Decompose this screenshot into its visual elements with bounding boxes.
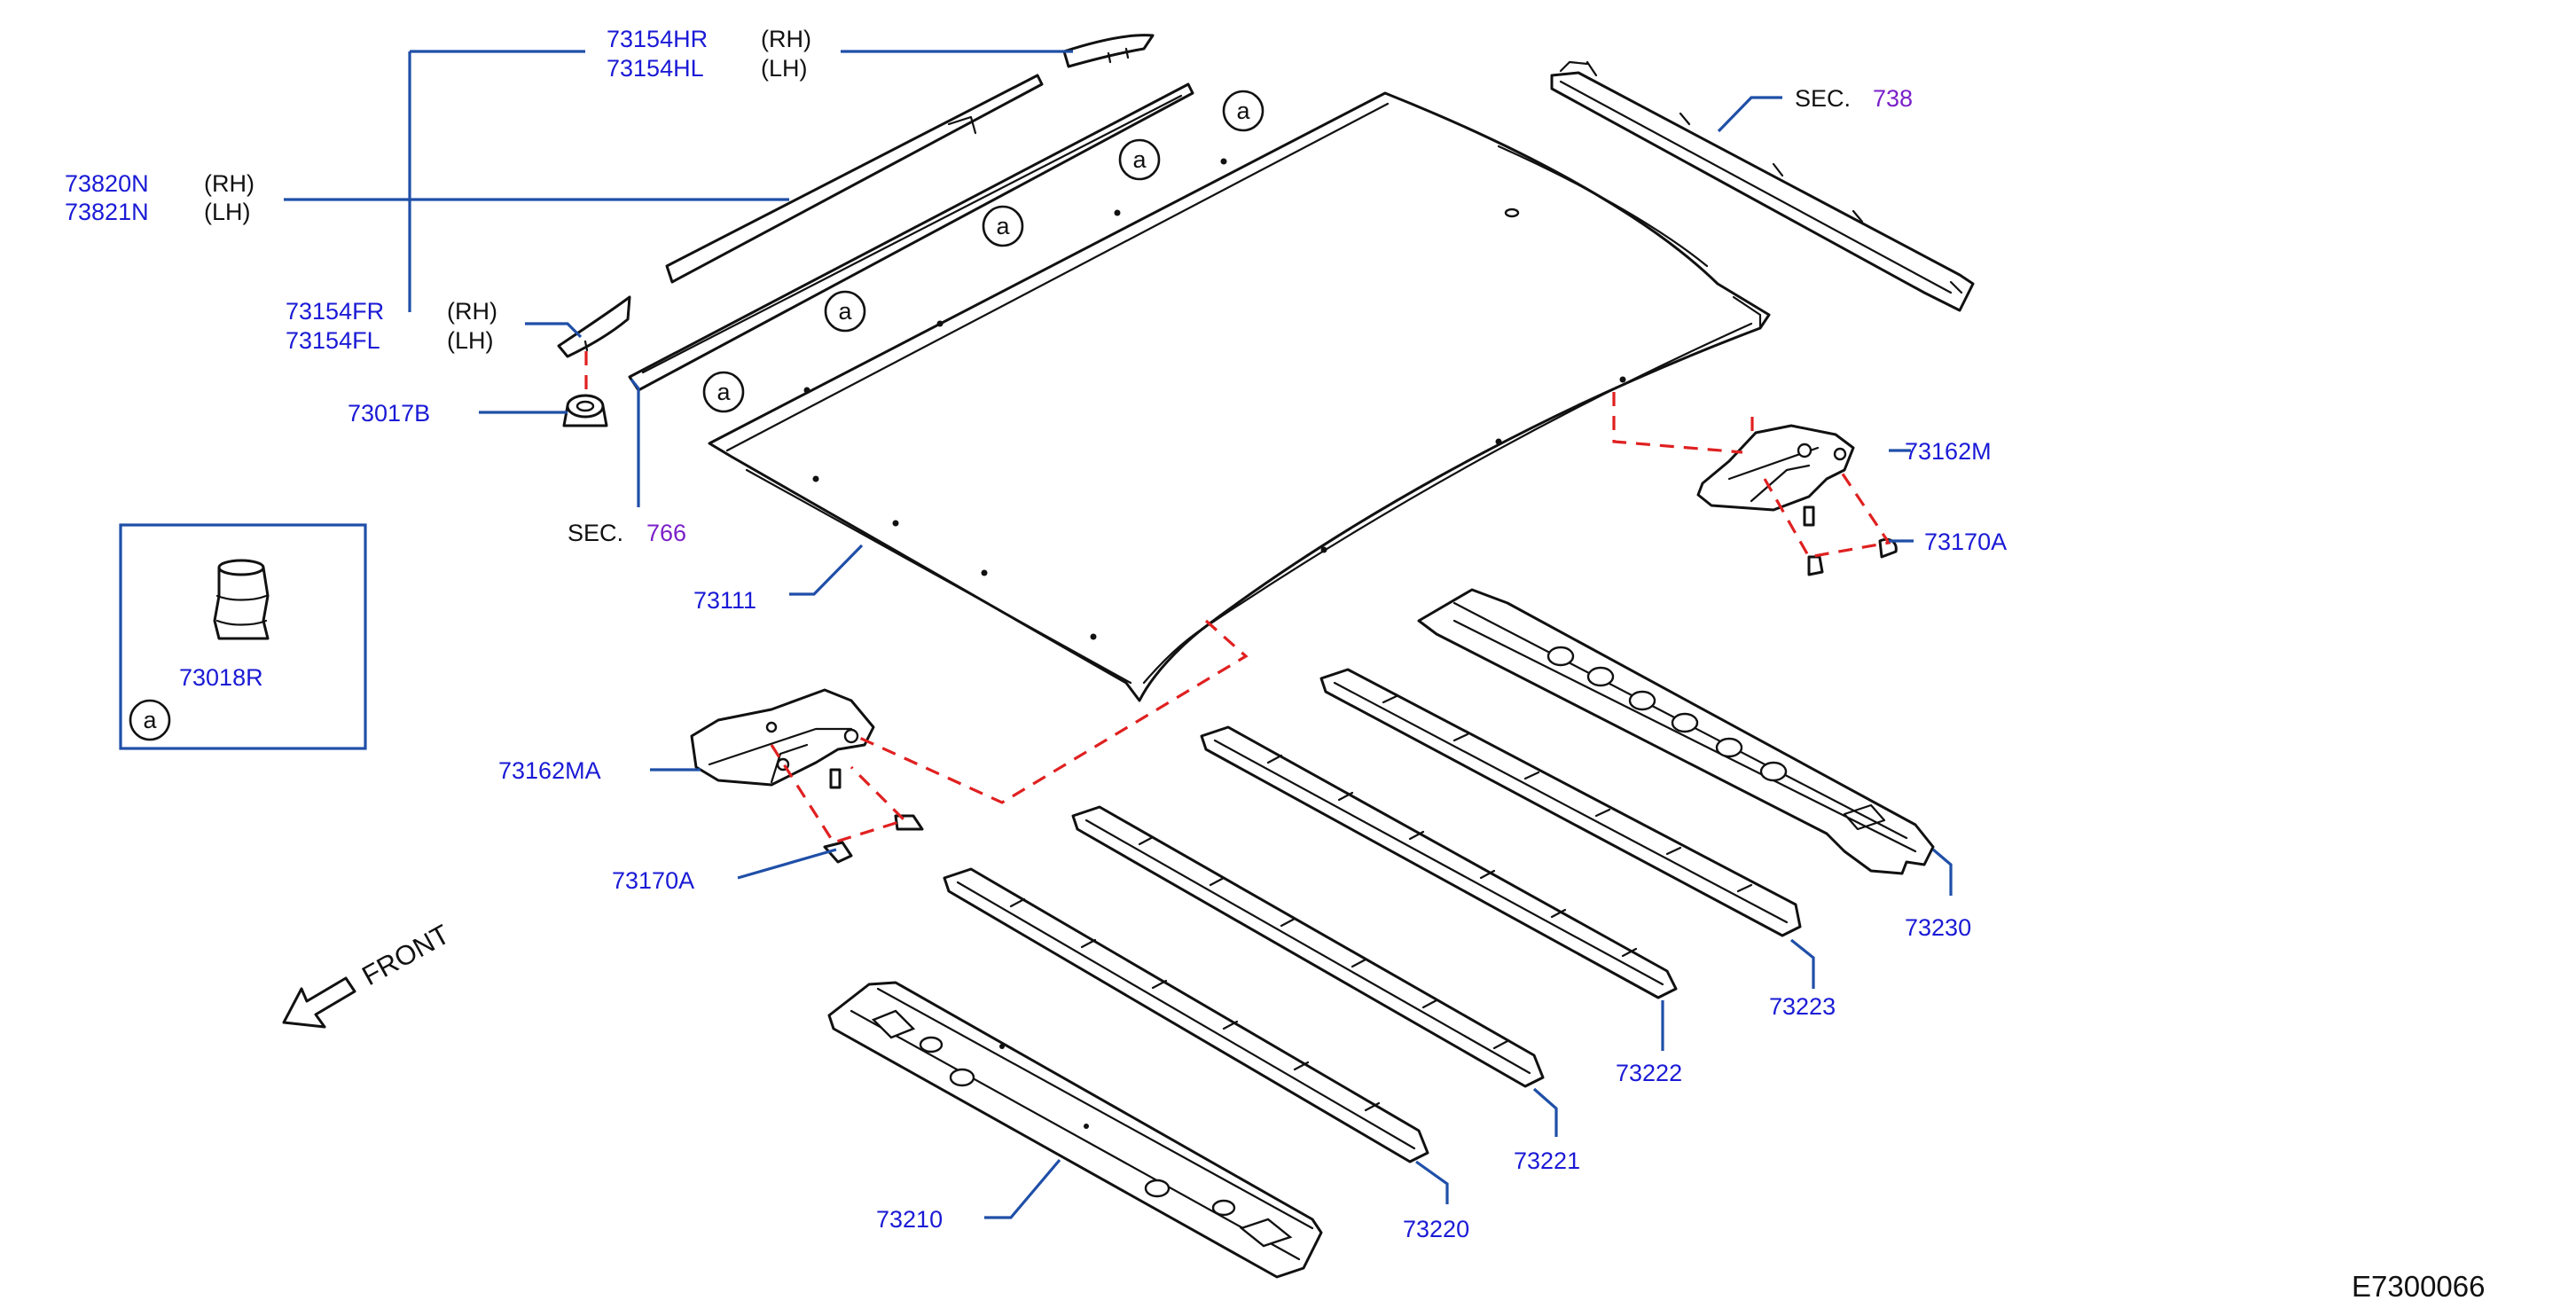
- callout-a-4: a: [824, 290, 866, 333]
- callout-a-label: a: [838, 298, 852, 325]
- molding-end-cap-73154FR: [557, 295, 631, 358]
- front-label: FRONT: [356, 919, 454, 991]
- bolt-73170A-right: [1803, 505, 1898, 576]
- label-73154FL-side: (LH): [447, 327, 494, 354]
- bracket-73162MA-connection-dashed: [770, 619, 1249, 844]
- callout-a-1: a: [1222, 90, 1265, 132]
- callout-a-5: a: [702, 371, 745, 413]
- label-73820N: 73820N: [65, 170, 149, 197]
- callout-a-label: a: [143, 707, 157, 733]
- roof-molding-73820N: [665, 74, 1044, 284]
- roof-panel-73111: [708, 91, 1771, 702]
- label-73220: 73220: [1403, 1216, 1469, 1242]
- callout-a-inset: a: [129, 699, 171, 741]
- front-arrow: [282, 976, 356, 1029]
- bracket-73162M: [1696, 424, 1855, 512]
- callout-a-label: a: [1236, 98, 1250, 124]
- callout-a-2: a: [1118, 138, 1161, 181]
- bracket-73162M-connection-dashed: [1612, 392, 1891, 559]
- label-73154HL-side: (LH): [761, 55, 808, 82]
- roof-bow-73220: [943, 867, 1429, 1163]
- clip-73017B: [562, 394, 608, 427]
- label-73821N: 73821N: [65, 199, 149, 225]
- label-73223: 73223: [1769, 993, 1836, 1020]
- label-sec766: SEC.: [568, 520, 623, 546]
- label-73221: 73221: [1514, 1148, 1580, 1174]
- molding-end-cap-73154HR: [1062, 34, 1155, 68]
- label-73154HL: 73154HL: [607, 55, 704, 82]
- label-73210: 73210: [876, 1206, 943, 1233]
- roof-bow-73223: [1319, 668, 1802, 937]
- callout-a-label: a: [996, 213, 1010, 239]
- label-73170A-right: 73170A: [1924, 529, 2007, 555]
- label-73222: 73222: [1616, 1060, 1682, 1086]
- label-73230: 73230: [1905, 914, 1971, 941]
- side-rail-sec738: [1550, 60, 1975, 312]
- label-sec738-number: 738: [1873, 85, 1913, 112]
- callout-a-3: a: [982, 205, 1024, 247]
- label-sec738: SEC.: [1795, 85, 1851, 112]
- label-73111: 73111: [693, 587, 756, 614]
- rubber-stopper-73018R: [213, 559, 270, 640]
- roof-bow-73222: [1200, 725, 1678, 999]
- label-73820N-side: (RH): [204, 170, 254, 197]
- callout-a-label: a: [716, 379, 731, 405]
- label-73018R: 73018R: [179, 664, 263, 691]
- roof-bow-73221: [1071, 805, 1545, 1088]
- label-73154FR: 73154FR: [286, 298, 384, 325]
- label-73154FL: 73154FL: [286, 327, 380, 354]
- label-73162M: 73162M: [1905, 438, 1992, 465]
- label-73017B: 73017B: [348, 400, 430, 427]
- leader-lines: [284, 50, 1953, 1219]
- bolt-73170A-left: [823, 768, 924, 864]
- label-73154HR-side: (RH): [761, 26, 811, 52]
- front-roof-rail-73210: [827, 981, 1323, 1279]
- roof-bow-73230: [1417, 588, 1935, 875]
- label-73170A-left: 73170A: [612, 867, 694, 894]
- label-73154HR: 73154HR: [607, 26, 708, 52]
- diagram-id: E7300066: [2352, 1270, 2485, 1303]
- bracket-73162MA: [690, 688, 875, 787]
- label-73821N-side: (LH): [204, 199, 251, 225]
- callout-a-label: a: [1132, 146, 1147, 173]
- label-73154FR-side: (RH): [447, 298, 497, 325]
- label-73162MA: 73162MA: [498, 757, 601, 784]
- inset-box-73018R: [119, 523, 367, 750]
- label-sec766-number: 766: [646, 520, 686, 546]
